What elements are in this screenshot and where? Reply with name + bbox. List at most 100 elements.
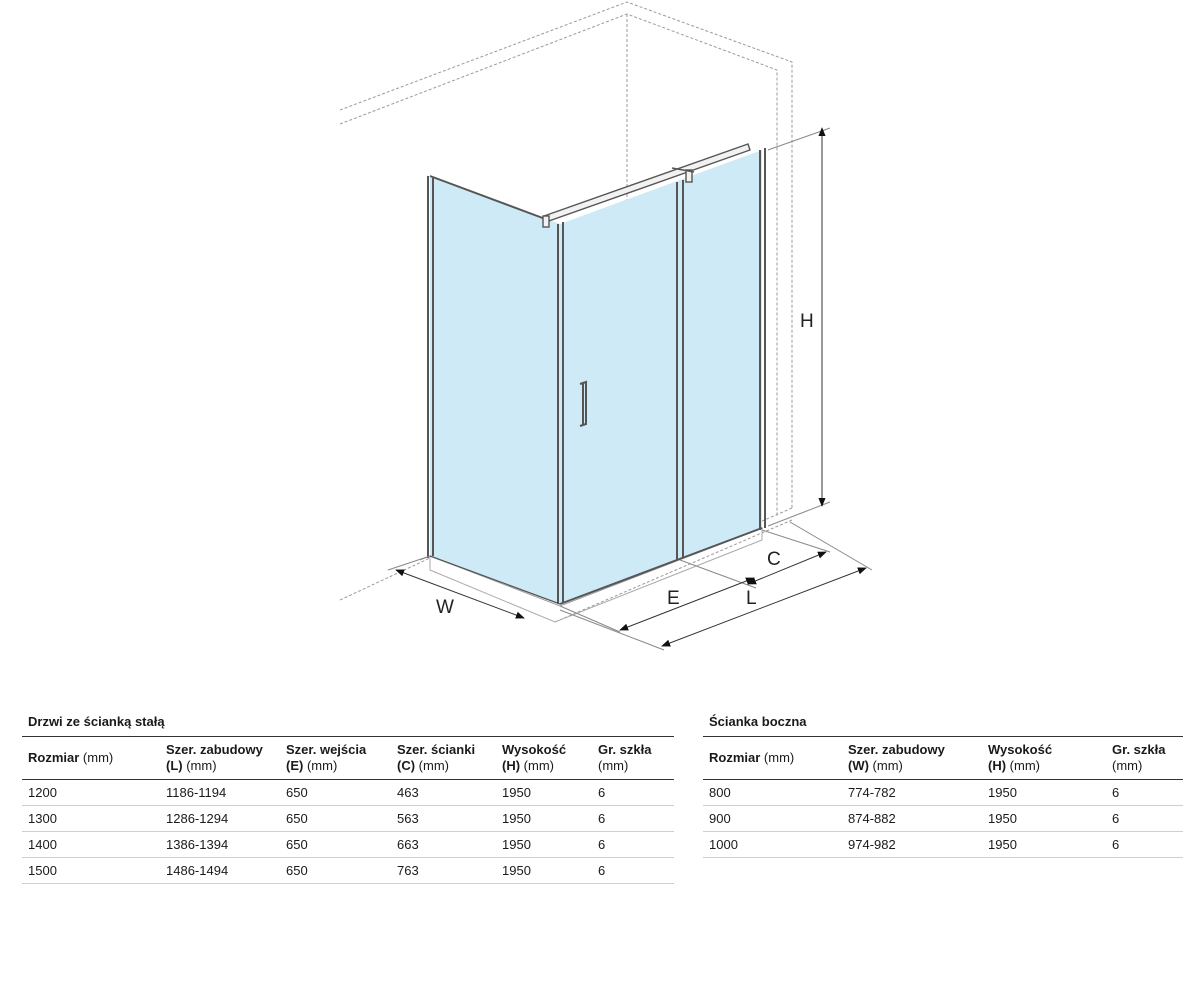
table-header-row: Rozmiar (mm)Szer. zabudowy(L) (mm)Szer. …	[22, 736, 674, 780]
column-header-text: Wysokość	[502, 742, 567, 757]
table-header-row: Rozmiar (mm)Szer. zabudowy(W) (mm)Wysoko…	[703, 736, 1183, 780]
table-cell: 6	[592, 857, 674, 884]
side-panel-table-block: Ścianka boczna Rozmiar (mm)Szer. zabudow…	[703, 714, 1183, 858]
column-header: Szer. ścianki(C) (mm)	[391, 736, 496, 780]
column-header-text: (H)	[502, 758, 521, 773]
column-header: Wysokość(H) (mm)	[496, 736, 592, 780]
column-header: Gr. szkła(mm)	[592, 736, 674, 780]
table-cell: 1950	[496, 805, 592, 832]
glass-panels	[430, 150, 762, 604]
column-header: Szer. zabudowy(W) (mm)	[842, 736, 982, 780]
table-cell: 1950	[496, 779, 592, 806]
column-header: Rozmiar (mm)	[22, 736, 160, 780]
dimension-e-label: E	[667, 588, 680, 609]
dimension-lines	[387, 127, 873, 651]
column-header-text: Rozmiar	[709, 750, 761, 765]
table-cell: 6	[592, 831, 674, 858]
column-header-text: Szer. ścianki	[397, 742, 476, 757]
table-cell: 463	[391, 779, 496, 806]
table-cell: 1286-1294	[160, 805, 280, 832]
table-cell: 650	[280, 857, 391, 884]
column-header-text: (mm)	[79, 750, 114, 765]
table-cell: 563	[391, 805, 496, 832]
table-cell: 1386-1394	[160, 831, 280, 858]
column-header: Szer. zabudowy(L) (mm)	[160, 736, 280, 780]
column-header-text: (H)	[988, 758, 1007, 773]
column-header-text: Szer. wejścia	[286, 742, 367, 757]
table-cell: 1950	[496, 857, 592, 884]
column-header-text: (mm)	[520, 758, 554, 773]
column-header-text: Gr. szkła	[1112, 742, 1166, 757]
door-with-fixed-panel-table-block: Drzwi ze ścianką stałą Rozmiar (mm)Szer.…	[22, 714, 674, 884]
dimension-l-label: L	[746, 588, 757, 609]
table-cell: 1950	[982, 831, 1106, 858]
dimension-w-label: W	[436, 597, 454, 618]
door-glass	[560, 180, 680, 604]
table-cell: 763	[391, 857, 496, 884]
frames	[427, 148, 766, 605]
dimension-w-line	[395, 569, 525, 619]
fixed-panel-glass	[680, 150, 762, 560]
table-cell: 6	[592, 779, 674, 806]
table-cell: 900	[703, 805, 842, 832]
column-header-text: (mm)	[303, 758, 338, 773]
side-panel-glass	[430, 176, 560, 604]
column-header: Gr. szkła(mm)	[1106, 736, 1183, 780]
table-cell: 663	[391, 831, 496, 858]
dimension-c-line	[747, 551, 827, 585]
column-header-text: (mm)	[868, 758, 903, 773]
column-header-text: Gr. szkła	[598, 742, 652, 757]
column-header-text: (mm)	[1112, 758, 1143, 773]
table-cell: 650	[280, 779, 391, 806]
column-header-text: (C)	[397, 758, 416, 773]
table-cell: 974-982	[842, 831, 982, 858]
column-header-text: (L)	[166, 758, 183, 773]
table-cell: 650	[280, 831, 391, 858]
dimension-c-label: C	[767, 549, 781, 570]
column-header-text: (E)	[286, 758, 304, 773]
table-cell: 1000	[703, 831, 842, 858]
table-cell: 6	[592, 805, 674, 832]
table-title: Ścianka boczna	[709, 714, 807, 729]
door-with-fixed-panel-table: Rozmiar (mm)Szer. zabudowy(L) (mm)Szer. …	[22, 736, 674, 884]
table-cell: 1950	[982, 779, 1106, 806]
column-header-text: (mm)	[598, 758, 629, 773]
column-header-text: (mm)	[760, 750, 795, 765]
door-handle-icon	[579, 380, 587, 427]
table-cell: 6	[1106, 779, 1183, 806]
column-header-text: Szer. zabudowy	[166, 742, 263, 757]
shower-enclosure-diagram: H W E L C	[339, 1, 873, 651]
table-title: Drzwi ze ścianką stałą	[28, 714, 165, 729]
dimension-h-label: H	[800, 311, 814, 332]
table-cell: 1400	[22, 831, 160, 858]
column-header-text: (mm)	[182, 758, 217, 773]
column-header-text: Wysokość	[988, 742, 1053, 757]
column-header: Wysokość(H) (mm)	[982, 736, 1106, 780]
column-header-text: (mm)	[415, 758, 449, 773]
table-cell: 1950	[982, 805, 1106, 832]
table-cell: 1200	[22, 779, 160, 806]
table-cell: 1186-1194	[160, 779, 280, 806]
table-cell: 800	[703, 779, 842, 806]
table-cell: 874-882	[842, 805, 982, 832]
table-cell: 1300	[22, 805, 160, 832]
table-cell: 6	[1106, 831, 1183, 858]
table-cell: 1486-1494	[160, 857, 280, 884]
stabilizer-bar	[542, 143, 751, 228]
column-header-text: (W)	[848, 758, 869, 773]
table-cell: 1500	[22, 857, 160, 884]
dimension-l-line	[661, 567, 867, 647]
column-header-text: Rozmiar	[28, 750, 80, 765]
column-header: Rozmiar (mm)	[703, 736, 842, 780]
table-cell: 774-782	[842, 779, 982, 806]
table-cell: 650	[280, 805, 391, 832]
column-header: Szer. wejścia(E) (mm)	[280, 736, 391, 780]
column-header-text: Szer. zabudowy	[848, 742, 945, 757]
